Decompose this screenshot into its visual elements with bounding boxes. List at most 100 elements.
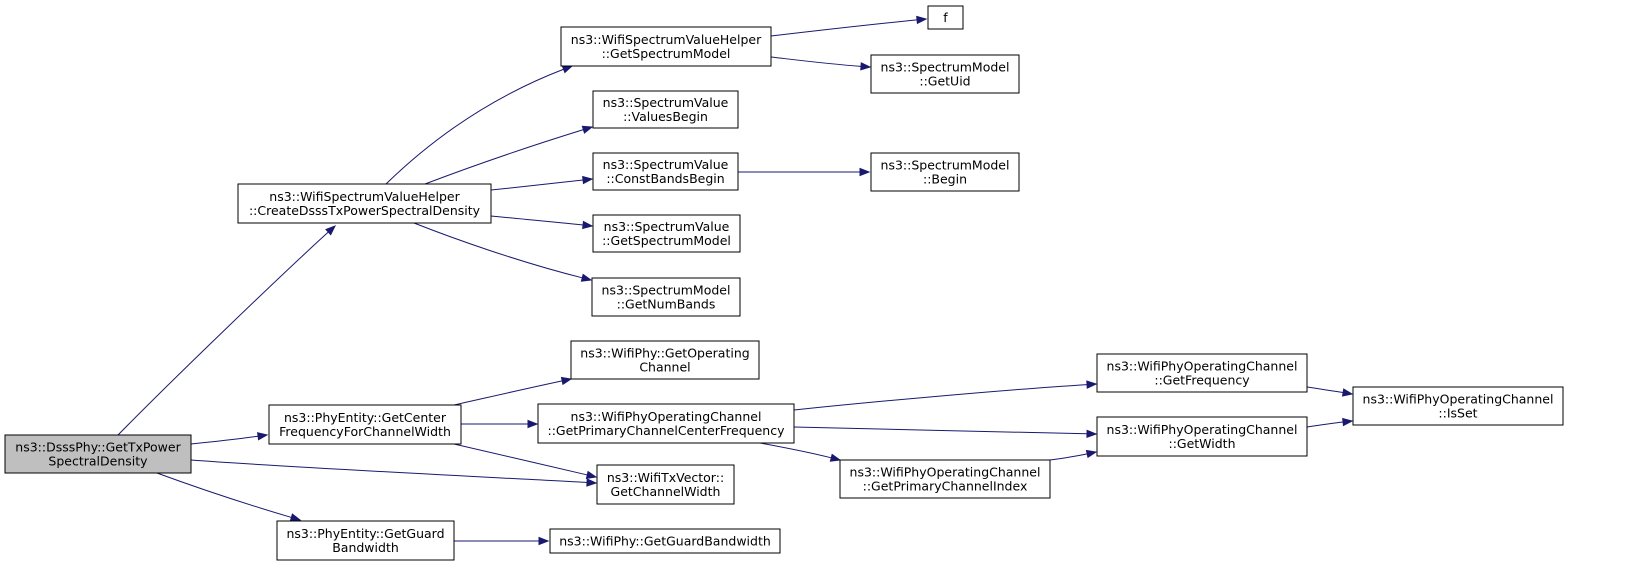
edge-arrowhead — [859, 167, 871, 177]
edge-arrowhead — [581, 125, 594, 134]
node-primaryIndex[interactable]: ns3::WifiPhyOperatingChannel::GetPrimary… — [839, 459, 1051, 499]
node-label-line: ns3::WifiPhyOperatingChannel — [850, 465, 1041, 480]
node-smBegin[interactable]: ns3::SpectrumModel::Begin — [870, 152, 1020, 192]
edge-line — [770, 56, 862, 67]
edges-layer — [117, 15, 1354, 546]
node-createDsss[interactable]: ns3::WifiSpectrumValueHelper::CreateDsss… — [237, 183, 492, 224]
node-svGetSpectrumModel[interactable]: ns3::SpectrumValue::GetSpectrumModel — [592, 214, 741, 253]
node-phyGuardBw[interactable]: ns3::WifiPhy::GetGuardBandwidth — [549, 528, 781, 554]
node-label-line: ::IsSet — [1438, 406, 1477, 421]
node-box — [537, 403, 795, 444]
edge-guardBw-to-phyGuardBw — [453, 536, 550, 546]
edge-line — [1049, 453, 1088, 461]
node-label-line: ::GetFrequency — [1154, 373, 1250, 388]
edge-helperSpectrumModel-to-f — [770, 15, 928, 37]
node-label-line: ns3::PhyEntity::GetGuard — [286, 526, 444, 541]
node-label-line: ::GetNumBands — [617, 297, 716, 312]
edge-arrowhead — [582, 175, 594, 185]
node-txVectorWidth[interactable]: ns3::WifiTxVector::GetChannelWidth — [596, 464, 735, 505]
node-f[interactable]: f — [927, 5, 964, 30]
node-label-line: Channel — [639, 360, 690, 375]
edge-line — [1306, 386, 1344, 394]
node-getUid[interactable]: ns3::SpectrumModel::GetUid — [870, 54, 1020, 94]
node-label-line: ::ValuesBegin — [623, 109, 708, 124]
edge-arrowhead — [582, 220, 594, 230]
edge-root-to-createDsss — [117, 225, 337, 436]
node-primaryCenterFreq[interactable]: ns3::WifiPhyOperatingChannel::GetPrimary… — [537, 403, 795, 444]
node-opGetFrequency[interactable]: ns3::WifiPhyOperatingChannel::GetFrequen… — [1096, 353, 1308, 393]
node-isSet[interactable]: ns3::WifiPhyOperatingChannel::IsSet — [1352, 386, 1564, 426]
node-label-line: ::CreateDsssTxPowerSpectralDensity — [249, 203, 481, 218]
nodes-layer: ns3::DsssPhy::GetTxPowerSpectralDensityn… — [4, 5, 1564, 561]
node-label-line: FrequencyForChannelWidth — [279, 424, 451, 439]
edge-arrowhead — [560, 376, 573, 386]
edge-line — [793, 384, 1088, 411]
node-label-line: ns3::WifiPhyOperatingChannel — [1107, 359, 1298, 374]
node-guardBw[interactable]: ns3::PhyEntity::GetGuardBandwidth — [276, 520, 455, 561]
node-valuesBegin[interactable]: ns3::SpectrumValue::ValuesBegin — [592, 90, 739, 129]
edge-line — [490, 215, 584, 226]
node-box — [4, 434, 192, 474]
node-label-line: ns3::WifiPhy::GetOperating — [580, 346, 749, 361]
edge-primaryCenterFreq-to-opGetWidth — [793, 426, 1098, 439]
node-box — [268, 404, 462, 445]
node-label-line: ns3::SpectrumModel — [881, 60, 1010, 75]
edge-createDsss-to-helperSpectrumModel — [385, 65, 574, 185]
node-box — [1352, 386, 1564, 426]
edge-line — [424, 129, 584, 185]
edge-arrowhead — [1086, 429, 1098, 439]
edge-line — [793, 426, 1088, 435]
node-label-line: GetChannelWidth — [611, 484, 721, 499]
edge-line — [117, 231, 329, 436]
edge-line — [385, 68, 564, 185]
node-label-line: ::GetSpectrumModel — [602, 46, 731, 61]
node-label-line: ns3::PhyEntity::GetCenter — [284, 410, 447, 425]
node-label-line: ns3::WifiTxVector:: — [607, 470, 724, 485]
node-box — [927, 5, 964, 30]
node-label-line: ::GetPrimaryChannelIndex — [863, 479, 1028, 494]
edge-arrowhead — [1085, 449, 1098, 459]
edge-createDsss-to-svGetSpectrumModel — [490, 215, 594, 230]
node-label-line: ns3::WifiPhy::GetGuardBandwidth — [559, 534, 771, 549]
edge-arrowhead — [289, 513, 302, 522]
node-constBandsBegin[interactable]: ns3::SpectrumValue::ConstBandsBegin — [592, 152, 739, 191]
node-box — [592, 90, 739, 129]
node-box — [276, 520, 455, 561]
edge-arrowhead — [829, 453, 842, 462]
edge-arrowhead — [1342, 417, 1354, 427]
node-numBands[interactable]: ns3::SpectrumModel::GetNumBands — [591, 277, 741, 317]
node-box — [592, 152, 739, 191]
node-box — [1096, 353, 1308, 393]
node-label-line: ns3::SpectrumValue — [604, 219, 730, 234]
edge-constBandsBegin-to-smBegin — [737, 167, 871, 177]
edge-line — [156, 472, 292, 518]
node-label-line: ns3::SpectrumModel — [602, 283, 731, 298]
node-label-line: ns3::SpectrumValue — [603, 157, 729, 172]
edge-helperSpectrumModel-to-getUid — [770, 56, 872, 71]
node-label-line: Bandwidth — [332, 540, 399, 555]
edge-arrowhead — [860, 62, 872, 71]
edge-primaryCenterFreq-to-opGetFrequency — [793, 380, 1098, 411]
node-box — [591, 277, 741, 317]
edge-opGetFrequency-to-isSet — [1306, 386, 1354, 397]
node-box — [870, 54, 1020, 94]
node-label-line: ::GetPrimaryChannelCenterFrequency — [548, 423, 786, 438]
node-label-line: ns3::WifiSpectrumValueHelper — [571, 32, 762, 47]
node-label-line: ::GetSpectrumModel — [602, 233, 731, 248]
node-box — [1096, 416, 1308, 457]
node-opGetWidth[interactable]: ns3::WifiPhyOperatingChannel::GetWidth — [1096, 416, 1308, 457]
edge-getCenterFreq-to-txVectorWidth — [453, 443, 598, 479]
node-box — [839, 459, 1051, 499]
edge-line — [453, 443, 588, 476]
node-getCenterFreq[interactable]: ns3::PhyEntity::GetCenterFrequencyForCha… — [268, 404, 462, 445]
edge-primaryIndex-to-opGetWidth — [1049, 449, 1098, 461]
edge-primaryCenterFreq-to-primaryIndex — [759, 442, 842, 462]
edge-line — [453, 380, 563, 406]
edge-getCenterFreq-to-getOperatingChannel — [453, 376, 573, 406]
node-helperSpectrumModel[interactable]: ns3::WifiSpectrumValueHelper::GetSpectru… — [560, 26, 772, 67]
edge-createDsss-to-valuesBegin — [424, 125, 594, 185]
edge-createDsss-to-numBands — [413, 222, 593, 282]
edge-root-to-txVectorWidth — [190, 459, 598, 487]
